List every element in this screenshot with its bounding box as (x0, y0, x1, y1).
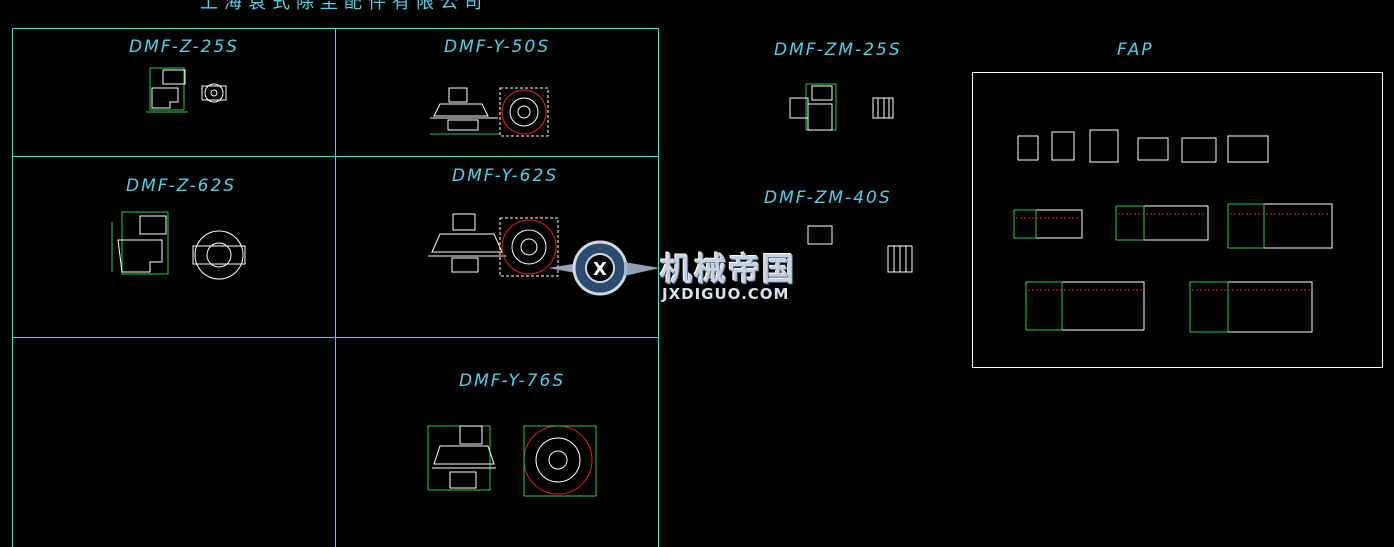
valve-z25-drawing (146, 67, 227, 113)
label-dmf-y-50s: DMF-Y-50S (444, 37, 551, 57)
fap-frame (972, 72, 1383, 368)
valve-y76-drawing (427, 425, 597, 497)
watermark-cn-text: 机械帝国 (660, 250, 797, 288)
valve-zm25-drawing (789, 83, 894, 131)
company-title: 上海袁式除尘配件有限公司 (200, 0, 488, 13)
fap-centerlines (1016, 213, 1330, 291)
watermark-en-text: JXDIGUO.COM (662, 285, 790, 303)
label-dmf-y-62s: DMF-Y-62S (452, 166, 559, 186)
label-dmf-z-62s: DMF-Z-62S (126, 176, 237, 196)
label-dmf-z-25s: DMF-Z-25S (129, 37, 240, 57)
fap-thumbnails (1013, 129, 1333, 333)
label-dmf-y-76s: DMF-Y-76S (459, 371, 566, 391)
valve-y62-drawing (428, 213, 559, 277)
label-fap: FAP (1117, 40, 1154, 60)
valve-z62-drawing (111, 211, 246, 280)
valve-zm40-drawing (807, 225, 913, 273)
valve-y50-drawing (430, 87, 549, 137)
watermark-gear-icon: X (548, 240, 660, 296)
svg-text:X: X (593, 259, 607, 280)
label-dmf-zm-40s: DMF-ZM-40S (764, 188, 892, 208)
label-dmf-zm-25s: DMF-ZM-25S (774, 40, 902, 60)
